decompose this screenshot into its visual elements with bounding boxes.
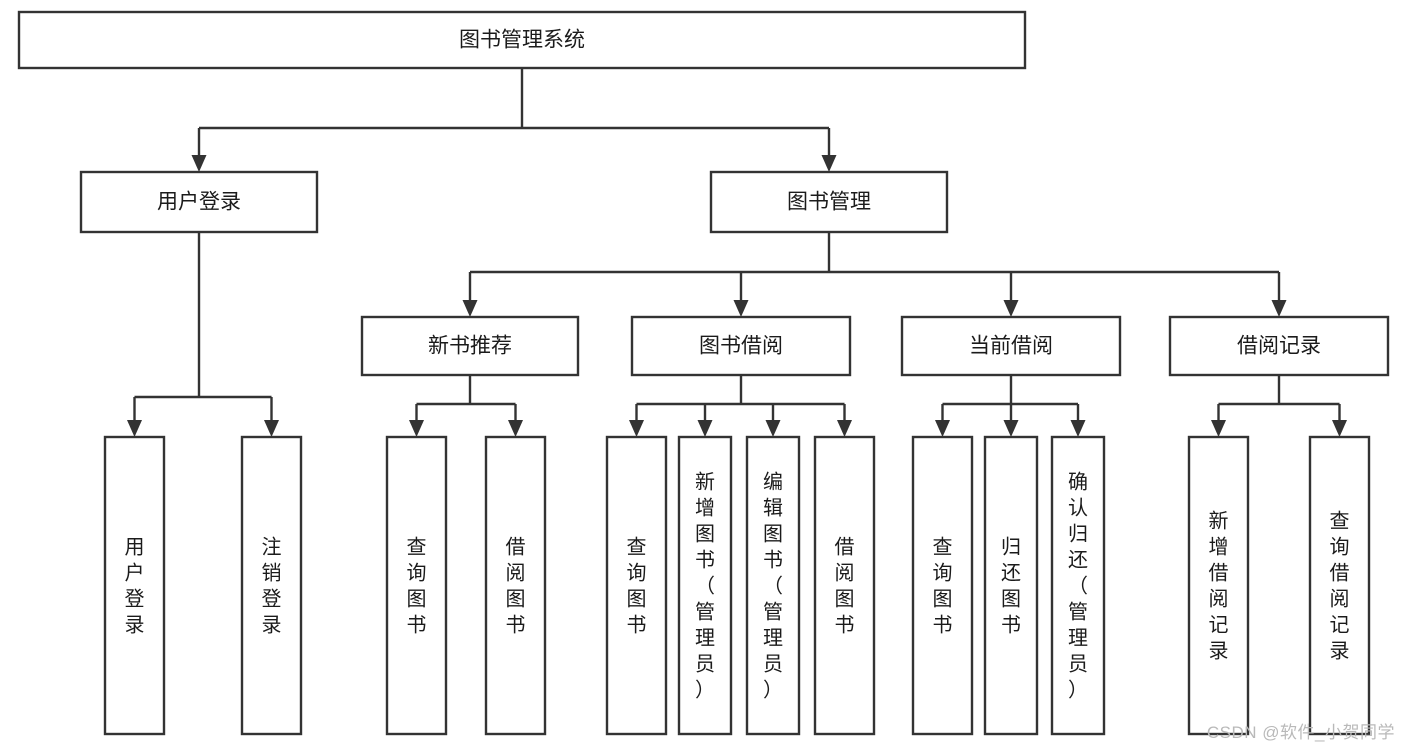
node-label: 新书推荐 (428, 335, 512, 358)
arrow-head-icon (733, 300, 749, 317)
node-leaf-query-book-2[interactable]: 查询图书 (605, 435, 668, 736)
node-label: 确认归还（管理员） (1068, 471, 1088, 702)
node-current-borrow[interactable]: 当前借阅 (900, 315, 1122, 377)
node-box[interactable] (630, 315, 852, 377)
node-leaf-user-login[interactable]: 用户登录 (103, 435, 166, 736)
node-user-login[interactable]: 用户登录 (79, 170, 319, 234)
node-box[interactable] (1050, 435, 1106, 736)
node-box[interactable] (1168, 315, 1390, 377)
node-label: 新增借阅记录 (1209, 510, 1229, 663)
node-label: 用户登录 (157, 191, 241, 214)
arrow-head-icon (1003, 300, 1019, 317)
csdn-watermark: CSDN @软件_小贺同学 (1206, 723, 1395, 742)
node-label: 查询图书 (407, 536, 427, 637)
node-leaf-return-book[interactable]: 归还图书 (983, 435, 1039, 736)
node-label: 编辑图书（管理员） (763, 471, 783, 702)
node-label: 查询借阅记录 (1330, 510, 1350, 663)
arrow-head-icon (264, 420, 279, 437)
node-book-management[interactable]: 图书管理 (709, 170, 949, 234)
arrow-head-icon (1332, 420, 1347, 437)
node-label: 新增图书（管理员） (695, 471, 715, 702)
arrow-head-icon (821, 155, 837, 172)
node-label: 借阅图书 (835, 536, 855, 637)
node-box[interactable] (1187, 435, 1250, 736)
node-borrow-record[interactable]: 借阅记录 (1168, 315, 1390, 377)
node-leaf-confirm-return[interactable]: 确认归还（管理员） (1050, 435, 1106, 736)
node-box[interactable] (385, 435, 448, 736)
node-box[interactable] (17, 10, 1027, 70)
node-label: 借阅图书 (506, 536, 526, 637)
arrow-head-icon (508, 420, 523, 437)
node-leaf-query-book-1[interactable]: 查询图书 (385, 435, 448, 736)
node-box[interactable] (813, 435, 876, 736)
node-box[interactable] (1308, 435, 1371, 736)
node-leaf-borrow-book-2[interactable]: 借阅图书 (813, 435, 876, 736)
arrow-head-icon (765, 420, 781, 437)
node-label: 归还图书 (1001, 536, 1021, 637)
node-box[interactable] (911, 435, 974, 736)
node-label: 当前借阅 (969, 335, 1053, 358)
arrow-head-icon (837, 420, 852, 437)
node-leaf-query-book-3[interactable]: 查询图书 (911, 435, 974, 736)
node-box[interactable] (677, 435, 733, 736)
node-root[interactable]: 图书管理系统 (17, 10, 1027, 70)
arrow-head-icon (697, 420, 713, 437)
node-box[interactable] (605, 435, 668, 736)
connector-layer (127, 68, 1347, 437)
arrow-head-icon (935, 420, 950, 437)
node-label: 图书管理 (787, 191, 871, 214)
arrow-head-icon (462, 300, 478, 317)
node-box[interactable] (79, 170, 319, 234)
node-box[interactable] (103, 435, 166, 736)
arrow-head-icon (1271, 300, 1287, 317)
node-leaf-borrow-book-1[interactable]: 借阅图书 (484, 435, 547, 736)
node-book-borrow[interactable]: 图书借阅 (630, 315, 852, 377)
node-label: 注销登录 (262, 536, 282, 637)
arrow-head-icon (409, 420, 424, 437)
node-label: 查询图书 (933, 536, 953, 637)
node-label: 查询图书 (627, 536, 647, 637)
node-box[interactable] (360, 315, 580, 377)
node-box[interactable] (745, 435, 801, 736)
node-box[interactable] (983, 435, 1039, 736)
arrow-head-icon (191, 155, 207, 172)
arrow-head-icon (1003, 420, 1019, 437)
node-layer: 图书管理系统用户登录图书管理新书推荐图书借阅当前借阅借阅记录用户登录注销登录查询… (17, 10, 1390, 736)
arrow-head-icon (127, 420, 142, 437)
node-leaf-add-record[interactable]: 新增借阅记录 (1187, 435, 1250, 736)
arrow-head-icon (629, 420, 644, 437)
node-label: 用户登录 (125, 537, 145, 637)
node-label: 图书管理系统 (459, 29, 585, 52)
node-box[interactable] (709, 170, 949, 234)
node-box[interactable] (484, 435, 547, 736)
node-box[interactable] (900, 315, 1122, 377)
node-new-book-recommend[interactable]: 新书推荐 (360, 315, 580, 377)
node-leaf-edit-book[interactable]: 编辑图书（管理员） (745, 435, 801, 736)
arrow-head-icon (1070, 420, 1086, 437)
node-box[interactable] (240, 435, 303, 736)
arrow-head-icon (1211, 420, 1226, 437)
node-leaf-add-book[interactable]: 新增图书（管理员） (677, 435, 733, 736)
node-label: 借阅记录 (1237, 335, 1321, 358)
node-leaf-user-logout[interactable]: 注销登录 (240, 435, 303, 736)
node-label: 图书借阅 (699, 335, 783, 358)
node-leaf-query-record[interactable]: 查询借阅记录 (1308, 435, 1371, 736)
